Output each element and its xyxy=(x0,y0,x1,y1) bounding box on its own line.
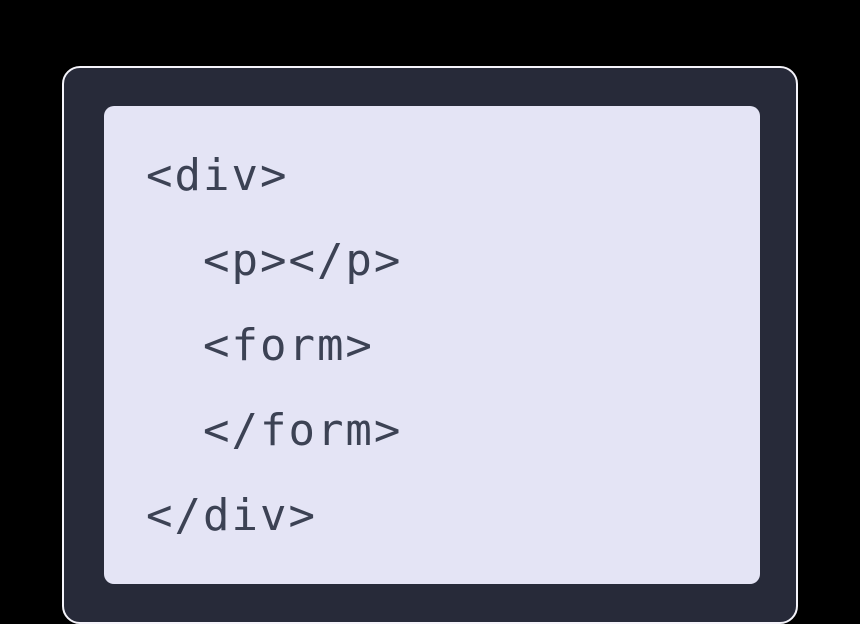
code-block: <div> <p></p> <form> </form> </div> xyxy=(104,106,760,584)
code-line-form-open: <form> xyxy=(146,320,374,371)
code-line-p: <p></p> xyxy=(146,235,403,286)
code-card: <div> <p></p> <form> </form> </div> xyxy=(62,66,798,624)
code-panel: <div> <p></p> <form> </form> </div> xyxy=(104,106,760,584)
code-line-form-close: </form> xyxy=(146,405,403,456)
code-line-div-close: </div> xyxy=(146,490,317,541)
code-line-div-open: <div> xyxy=(146,150,289,201)
